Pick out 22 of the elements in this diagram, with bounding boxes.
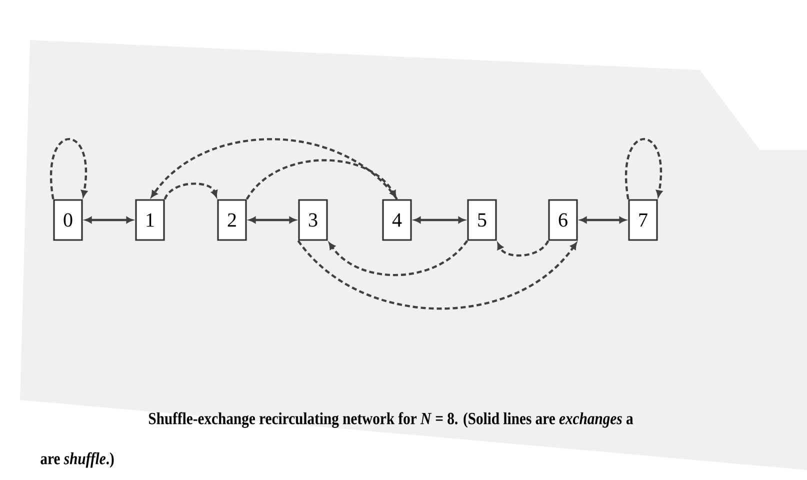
node-box: 5 — [467, 199, 497, 241]
arrow — [580, 216, 626, 224]
node-box: 1 — [135, 199, 165, 241]
node-box: 0 — [53, 199, 83, 241]
arrow — [328, 240, 468, 276]
arrow — [246, 159, 396, 200]
node-box: 7 — [628, 199, 658, 241]
arrow — [150, 138, 398, 200]
arrow — [249, 216, 296, 224]
arrow — [297, 240, 577, 310]
arrow — [625, 138, 662, 200]
node-box: 2 — [217, 199, 247, 241]
node-box: 6 — [548, 199, 578, 241]
arrow — [497, 240, 550, 257]
arrow — [414, 216, 465, 224]
node-box: 3 — [298, 199, 328, 241]
arrow — [164, 182, 218, 200]
arrow — [85, 216, 133, 224]
caption: Shuffle-exchange recirculating network for N = 8. (Solid lines are exchanges a — [148, 412, 634, 428]
arrow — [50, 138, 88, 200]
caption: are shuffle.) — [40, 452, 114, 468]
node-box: 4 — [382, 199, 412, 241]
